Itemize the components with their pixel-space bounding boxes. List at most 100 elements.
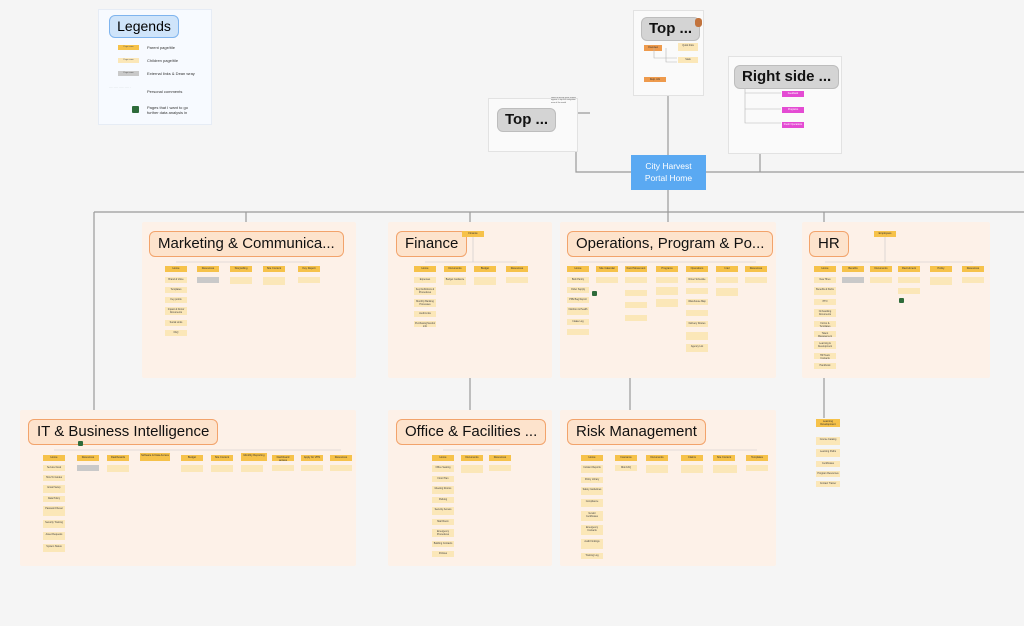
page-tile-child[interactable] (230, 277, 252, 284)
page-tile[interactable]: Site Content (263, 266, 285, 272)
page-tile-child[interactable] (506, 277, 528, 283)
page-tile[interactable]: Learning Development (816, 419, 840, 427)
page-tile[interactable]: Documents (646, 455, 668, 461)
page-tile-child[interactable]: Learning Paths (816, 449, 840, 457)
page-tile-child[interactable]: PPE Bag Report (567, 297, 589, 303)
page-tile[interactable]: Storytelling (230, 266, 252, 272)
page-tile-child[interactable]: Monthly Banking Processes (414, 299, 436, 307)
page-tile-child[interactable] (625, 302, 647, 308)
page-tile[interactable]: Finance (462, 231, 484, 237)
section-title-finance[interactable]: Finance (396, 231, 468, 257)
page-tile-child[interactable]: Audit Links (414, 311, 436, 317)
page-tile[interactable]: Home (432, 455, 454, 461)
page-tile-child[interactable] (681, 465, 703, 473)
page-tile-child[interactable]: Learning & Development (814, 341, 836, 349)
page-tile[interactable]: Site Content (713, 455, 735, 461)
page-tile-child[interactable] (301, 465, 323, 471)
page-tile[interactable]: Food Movement (625, 266, 647, 272)
page-tile-child[interactable]: Bulk Pantry (567, 277, 589, 283)
page-tile-child[interactable] (474, 277, 496, 285)
page-tile[interactable]: Intel (716, 266, 738, 272)
page-tile-child[interactable]: Email Setup (43, 485, 65, 493)
page-tile-child[interactable] (263, 277, 285, 285)
page-tile-child[interactable] (962, 277, 984, 283)
section-title-hr[interactable]: HR (809, 231, 849, 257)
page-tile[interactable]: Resources (197, 266, 219, 272)
external-link-tile[interactable] (842, 277, 864, 283)
page-tile-child[interactable]: Key Definitions & Procedures (414, 287, 436, 295)
page-tile-child[interactable]: Certificates (816, 461, 840, 467)
top-center-node[interactable]: Overview (644, 45, 662, 51)
page-tile-child[interactable]: Onboarding Documents (814, 309, 836, 317)
external-link-tile[interactable] (197, 277, 219, 283)
page-tile-child[interactable] (746, 465, 768, 471)
page-tile-child[interactable]: Brand & Voice (165, 277, 187, 283)
page-tile-child[interactable]: Policies (432, 551, 454, 557)
page-tile-child[interactable]: Asset Requests (43, 532, 65, 540)
page-tile[interactable]: Documents (461, 455, 483, 461)
page-tile-child[interactable] (870, 277, 892, 283)
page-tile-child[interactable]: Agency List (686, 344, 708, 352)
section-title-office[interactable]: Office & Facilities ... (396, 419, 547, 445)
page-tile-child[interactable]: Purchasing/Vendor info (414, 321, 436, 327)
page-tile[interactable]: Dashboard access (272, 455, 294, 461)
page-tile-child[interactable]: Meeting Rooms (432, 486, 454, 494)
page-tile[interactable]: Benefits (842, 266, 864, 272)
page-tile[interactable]: Resources (330, 455, 352, 461)
page-tile-child[interactable]: Warehouse Map (686, 299, 708, 305)
page-tile-child[interactable]: Talent Management (814, 331, 836, 337)
page-tile[interactable]: Site Content (211, 455, 233, 461)
page-tile[interactable]: Dashboards (107, 455, 129, 461)
page-tile-child[interactable] (625, 290, 647, 296)
external-link-tile[interactable] (77, 465, 99, 471)
page-tile[interactable]: Employees (874, 231, 896, 237)
top-center-child[interactable]: Stats (678, 57, 698, 63)
right-side-item[interactable]: Feedback (782, 91, 804, 97)
page-tile-child[interactable]: Benefits & Perks (814, 287, 836, 295)
page-tile-child[interactable] (107, 465, 129, 472)
page-tile-child[interactable]: How To Guides (43, 475, 65, 481)
page-tile-child[interactable]: Social Links (165, 320, 187, 326)
page-tile[interactable]: Resources (962, 266, 984, 272)
top-center-child[interactable]: Quick links (678, 43, 698, 51)
page-tile-child[interactable]: Risk FAQ (615, 465, 637, 471)
page-tile-child[interactable] (716, 288, 738, 296)
page-tile[interactable]: Home (414, 266, 436, 272)
page-tile-child[interactable] (656, 277, 678, 283)
page-tile-child[interactable] (625, 315, 647, 321)
page-tile-child[interactable]: Mail Room (432, 519, 454, 525)
page-tile[interactable]: Resources (489, 455, 511, 461)
right-side-item[interactable]: Fresh Operations (782, 122, 804, 128)
page-tile[interactable]: Resources (77, 455, 99, 461)
page-tile[interactable]: Resources (745, 266, 767, 272)
portal-home-node[interactable]: City Harvest Portal Home (631, 155, 706, 190)
page-tile-child[interactable] (686, 332, 708, 340)
page-tile-child[interactable]: Audit Findings (581, 539, 603, 549)
page-tile-child[interactable]: Budget Guidance (444, 277, 466, 285)
page-tile-child[interactable]: Expenses (414, 277, 436, 283)
page-tile[interactable]: Home (43, 455, 65, 461)
page-tile-child[interactable] (625, 277, 647, 283)
page-tile[interactable]: Software & Data Access (140, 453, 170, 461)
page-tile-child[interactable]: Building Contacts (432, 541, 454, 547)
page-tile-child[interactable]: HR Team Contacts (814, 353, 836, 359)
page-tile-child[interactable] (567, 329, 589, 335)
page-tile-child[interactable] (596, 277, 618, 283)
page-tile-child[interactable]: Key points (165, 297, 187, 303)
page-tile-child[interactable]: FAQ (165, 330, 187, 336)
section-title-risk[interactable]: Risk Management (567, 419, 706, 445)
right-side-item[interactable]: Programs (782, 107, 804, 113)
page-tile-child[interactable] (298, 277, 320, 283)
page-tile-child[interactable]: Incident Reports (581, 465, 603, 473)
page-tile-child[interactable] (686, 288, 708, 294)
page-tile-child[interactable]: Delivery Routes (686, 321, 708, 327)
page-tile[interactable]: Documents (444, 266, 466, 272)
page-tile-child[interactable]: Compliance (581, 499, 603, 507)
page-tile[interactable]: Home (165, 266, 187, 272)
page-tile-child[interactable]: Security Training (43, 520, 65, 528)
page-tile[interactable]: Claims (681, 455, 703, 461)
top-left-frame-title[interactable]: Top ... (497, 108, 557, 132)
page-tile[interactable]: Operations (686, 266, 708, 272)
page-tile[interactable]: Home (814, 266, 836, 272)
page-tile-child[interactable]: Handbook (814, 363, 836, 369)
